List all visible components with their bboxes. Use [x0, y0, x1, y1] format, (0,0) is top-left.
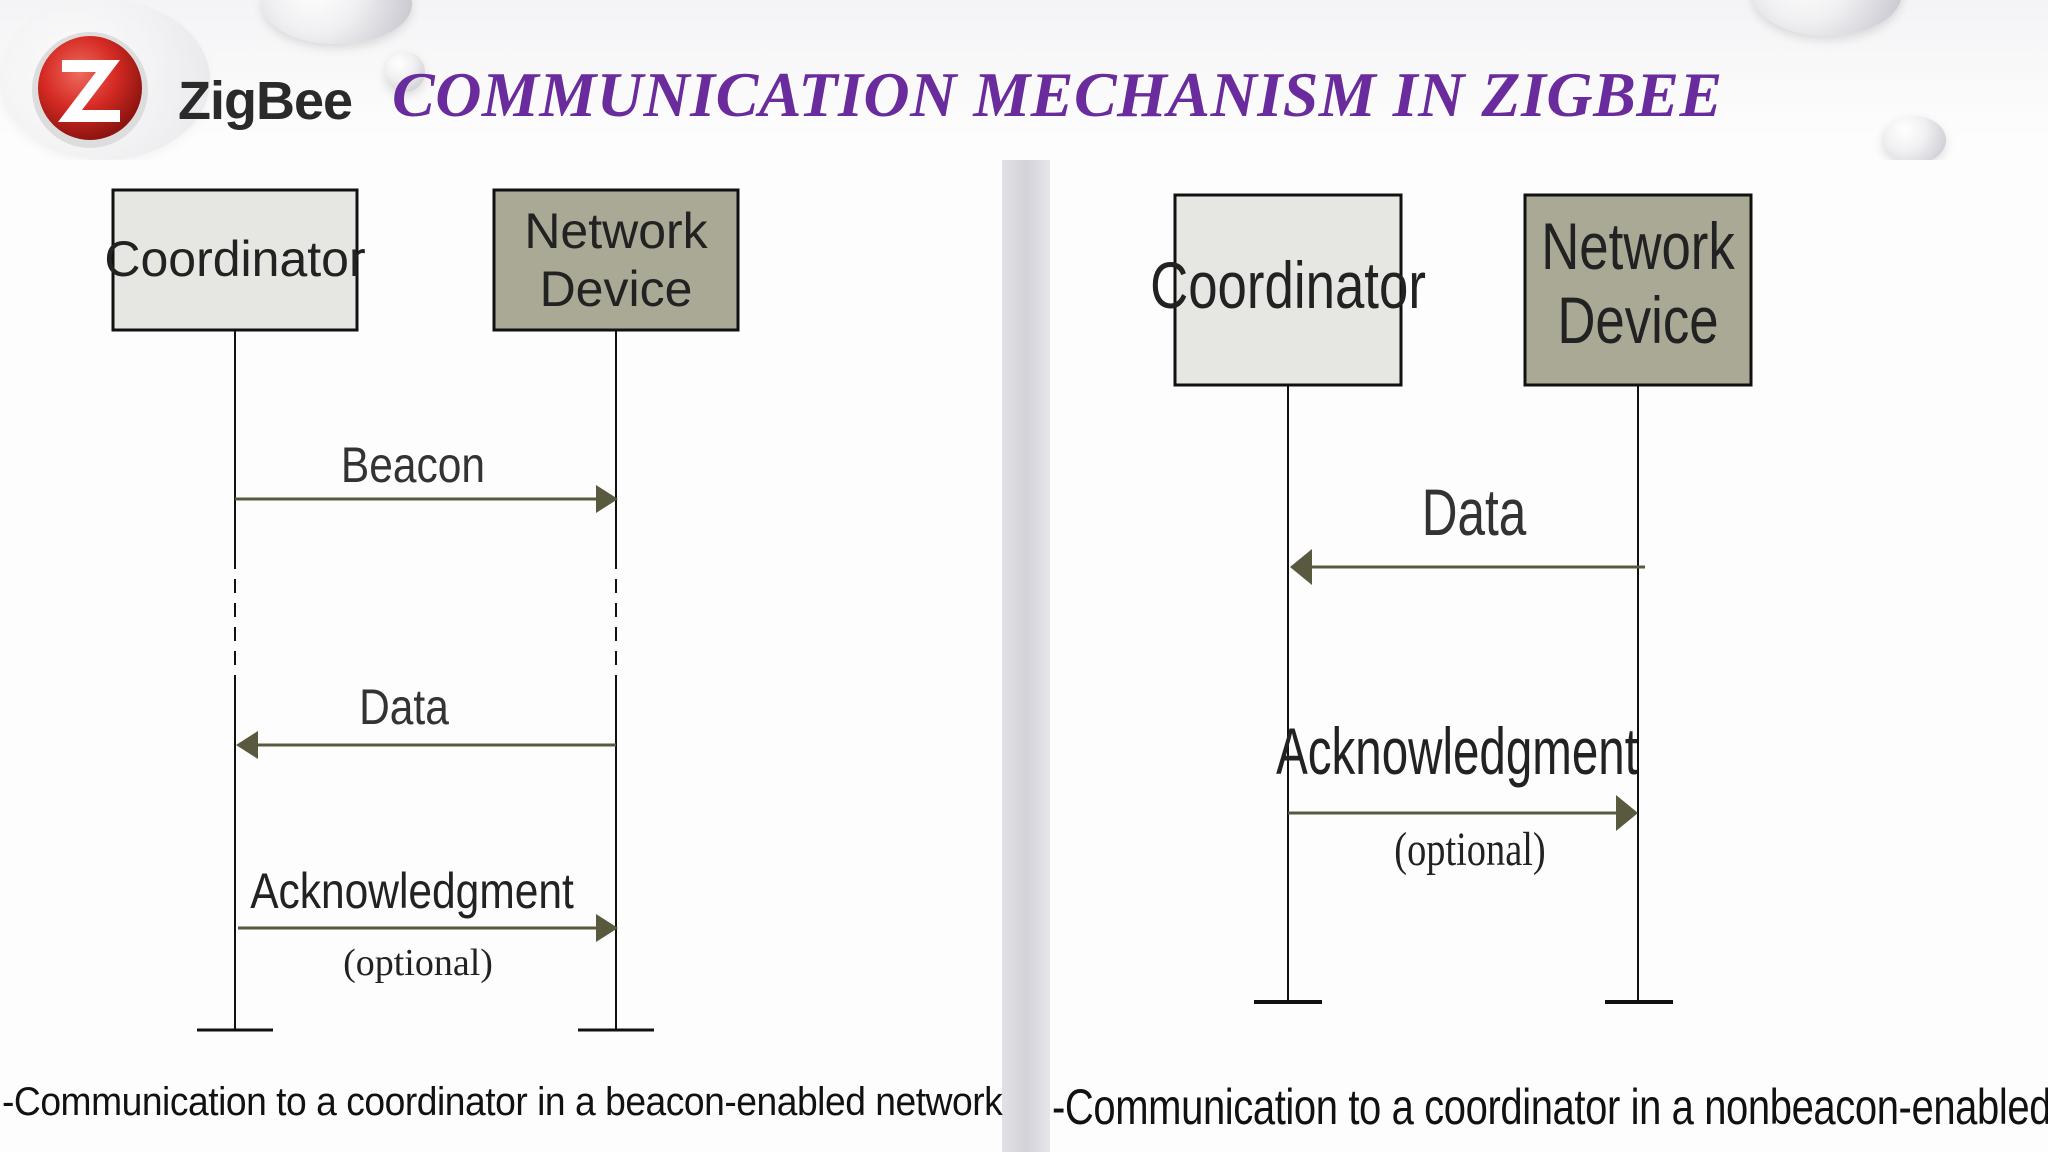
data-label: Data: [1422, 476, 1527, 550]
optional-note: (optional): [343, 942, 493, 984]
data-label: Data: [359, 679, 449, 735]
arrowhead-right-icon: [1616, 795, 1638, 831]
caption-beacon: -Communication to a coordinator in a bea…: [2, 1080, 1003, 1124]
data-message: Data: [236, 679, 616, 759]
coordinator-label: Coordinator: [1150, 248, 1426, 322]
zigbee-logo-icon: [32, 32, 148, 148]
data-message: Data: [1290, 476, 1645, 585]
caption-nonbeacon: -Communication to a coordinator in a non…: [1052, 1079, 2048, 1135]
acknowledgment-label: Acknowledgment: [1276, 715, 1638, 788]
network-device-label-line1: Network: [1541, 209, 1735, 283]
beacon-message: Beacon: [235, 437, 618, 513]
acknowledgment-message: Acknowledgment (optional): [1276, 715, 1638, 876]
sequence-diagram-nonbeacon: Coordinator Network Device Data Acknowle…: [1150, 193, 1753, 1004]
page-title: COMMUNICATION MECHANISM IN ZIGBEE: [392, 59, 1723, 130]
zigbee-logo: ZigBee: [12, 18, 353, 148]
arrowhead-left-icon: [236, 731, 258, 759]
arrowhead-right-icon: [596, 914, 618, 942]
acknowledgment-message: Acknowledgment (optional): [238, 863, 618, 984]
beacon-label: Beacon: [341, 437, 485, 493]
water-drop-decoration: [1882, 116, 1946, 164]
coordinator-lifeline: [197, 330, 273, 1032]
acknowledgment-label: Acknowledgment: [250, 863, 574, 919]
network-device-box: [1523, 193, 1753, 387]
coordinator-lifeline: [1254, 385, 1322, 1004]
arrowhead-right-icon: [596, 485, 618, 513]
network-device-label-line1: Network: [524, 203, 708, 259]
optional-note: (optional): [1394, 823, 1545, 876]
coordinator-label: Coordinator: [104, 231, 365, 287]
panel-divider: [1002, 160, 1050, 1152]
network-device-label-line2: Device: [540, 261, 693, 317]
network-device-box: [492, 188, 740, 332]
arrowhead-left-icon: [1290, 549, 1312, 585]
sequence-diagram-beacon: Coordinator Network Device Beacon Data: [104, 188, 740, 1032]
water-drop-decoration: [385, 52, 425, 92]
network-device-lifeline: [1605, 385, 1673, 1004]
water-drop-decoration: [1752, 0, 1902, 36]
network-device-label-line2: Device: [1557, 283, 1718, 357]
network-device-lifeline: [578, 330, 654, 1032]
coordinator-box: [111, 188, 359, 332]
zigbee-logo-text: ZigBee: [178, 71, 353, 131]
